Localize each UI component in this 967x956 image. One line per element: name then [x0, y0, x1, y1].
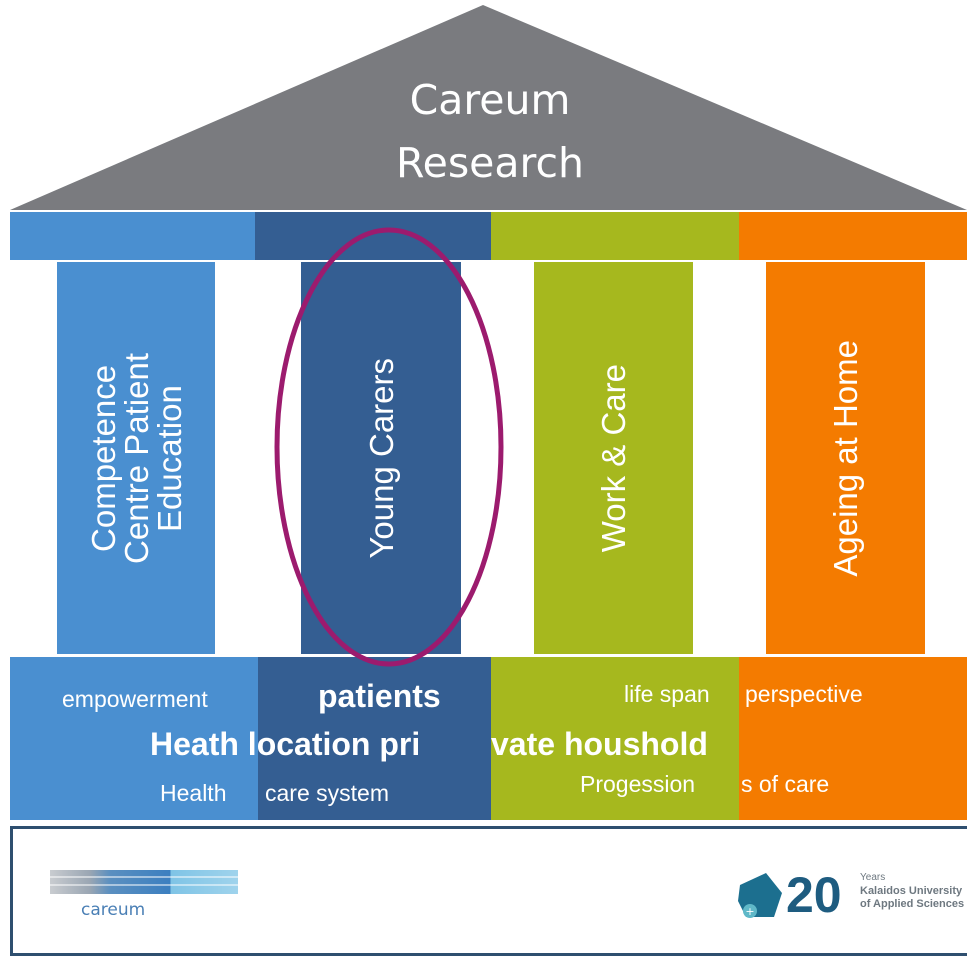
pillar-label-line: Education [150, 384, 188, 532]
base-text-progessions-part1: Progession [580, 771, 696, 797]
badge-university: Kalaidos University [860, 885, 963, 897]
base-text-progessions-part2: s of care [741, 771, 830, 797]
base-text-patients: patients [318, 678, 441, 714]
badge-years: Years [860, 872, 886, 883]
foundation-base [10, 657, 967, 820]
base-text-health: Health [160, 780, 227, 806]
pillar-label-line: Ageing at Home [827, 339, 864, 577]
plus-logo-icon: + [738, 873, 782, 918]
badge-applied-sciences: of Applied Sciences [860, 898, 965, 910]
roof-title-line1: Careum [409, 76, 571, 124]
pillar-competence-centre: Competence Centre Patient Education [57, 262, 215, 654]
footer-panel: careum + 20 Years Kalaidos University of… [10, 826, 967, 956]
pillar-label-line: Work & Care [595, 363, 632, 553]
careum-logo-text: careum [81, 900, 146, 920]
base-text-heath-location-part1: Heath location pri [150, 726, 421, 762]
anniversary-badge: + 20 Years Kalaidos University of Applie… [736, 865, 967, 925]
base-text-life-span: life span [624, 681, 710, 707]
base-text-care-system: care system [265, 780, 389, 806]
base-text-heath-location-part2: vate houshold [491, 726, 708, 762]
pillar-ageing-at-home: Ageing at Home [766, 262, 925, 654]
pillar-young-carers: Young Carers [301, 262, 461, 654]
base-text-empowerment: empowerment [62, 686, 208, 712]
base-text-perspective: perspective [745, 681, 863, 707]
badge-number: 20 [786, 867, 842, 923]
roof-title-line2: Research [395, 139, 585, 187]
careum-logo-stripes [50, 870, 238, 894]
pillar-label-line: Competence [84, 364, 122, 552]
pillar-label-line: Centre Patient [117, 352, 155, 564]
pillar-work-care: Work & Care [534, 262, 693, 654]
roof [10, 5, 967, 210]
careum-logo: careum [50, 870, 240, 925]
svg-text:+: + [745, 905, 754, 918]
architrave-bar [10, 212, 967, 260]
pillar-label-line: Young Carers [362, 357, 400, 559]
